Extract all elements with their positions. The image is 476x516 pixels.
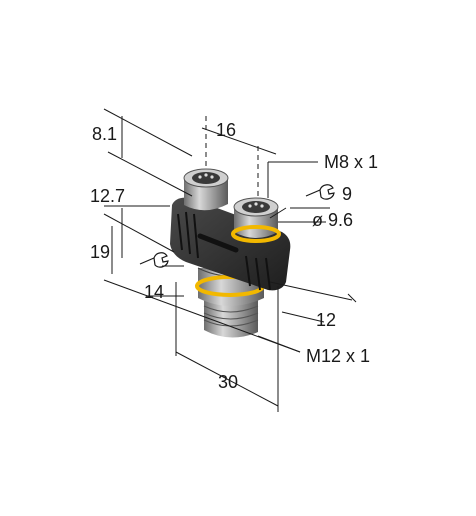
dim-label-8-1: 8.1: [92, 124, 117, 144]
dim-label-12: 12: [316, 310, 336, 330]
dim-label-30: 30: [218, 372, 238, 392]
dim-label-wrench-9: 9: [342, 184, 352, 204]
m8-socket-right: [233, 197, 279, 238]
dim-label-dia-9-6: ø 9.6: [312, 210, 353, 230]
m8-socket-left: [183, 168, 229, 211]
dim-label-wrench-14: 14: [144, 282, 164, 302]
m8-seal-ring: [231, 225, 281, 243]
dimension-lines: [103, 108, 357, 412]
wrench-icon: [139, 252, 169, 268]
dim-label-12-7: 12.7: [90, 186, 125, 206]
dim-label-19: 19: [90, 242, 110, 262]
dim-label-m12: M12 x 1: [306, 346, 370, 366]
y-splitter-housing: [170, 197, 291, 291]
wrench-icon: [305, 184, 335, 200]
dim-label-16: 16: [216, 120, 236, 140]
dim-label-m8: M8 x 1: [324, 152, 378, 172]
connector-body: [170, 168, 291, 338]
